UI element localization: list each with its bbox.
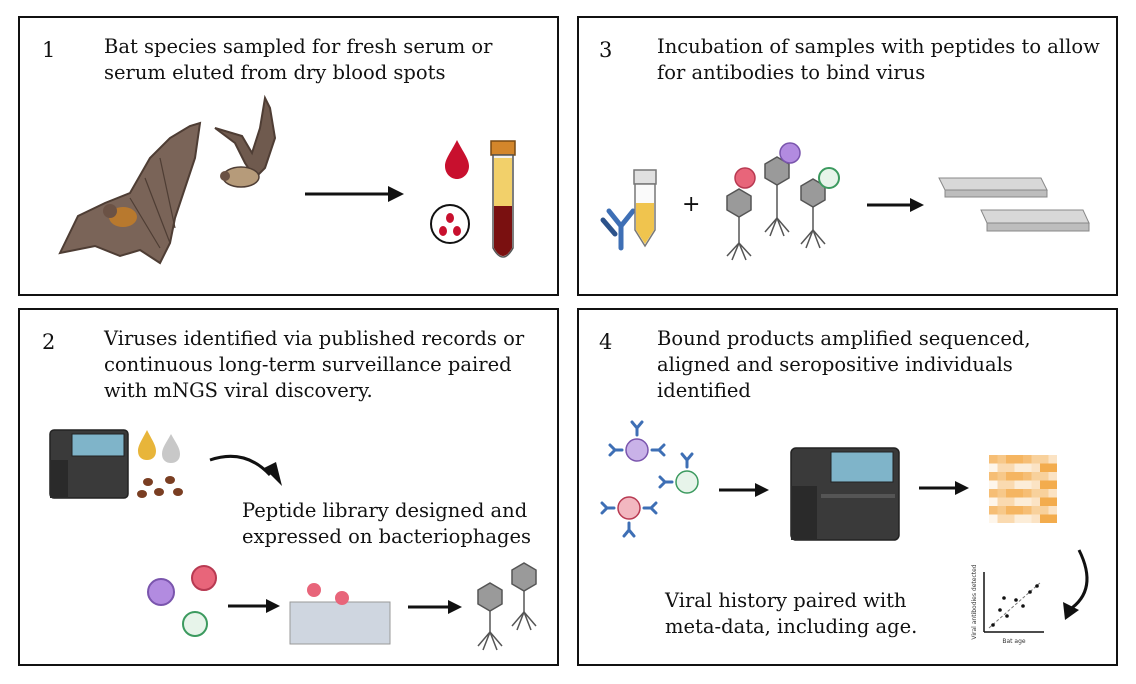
arrow-right-icon <box>228 599 280 613</box>
well-plate-icon <box>938 177 1090 232</box>
panel-3-number: 3 <box>599 38 613 62</box>
panel-4-subtext: Viral history paired with meta-data, inc… <box>665 589 918 638</box>
panel-4-text: Bound products amplified sequenced, alig… <box>657 327 1031 402</box>
virus-purple-icon <box>779 142 801 164</box>
bat-small-icon <box>214 94 277 188</box>
panel-2-number: 2 <box>42 330 56 354</box>
panel-2: 2 Viruses identified via published recor… <box>18 308 559 666</box>
panel-2-subtext: Peptide library designed and expressed o… <box>242 499 532 548</box>
heatmap-icon <box>989 455 1057 523</box>
antibody-bound-virus-group-icon <box>600 420 699 538</box>
curved-arrow-icon <box>1063 549 1089 620</box>
oil-drop-icon <box>138 430 156 460</box>
expression-block-icon <box>289 583 391 645</box>
serum-tube-icon <box>490 140 516 258</box>
scatter-y-label: Viral antibodies detected <box>971 564 978 639</box>
bacteriophage-group-icon <box>726 156 826 261</box>
arrow-right-icon <box>305 186 404 202</box>
age-scatter-plot: Viral antibodies detected Bat age <box>971 564 1044 645</box>
panel-1-text: Bat species sampled for fresh serum or s… <box>104 35 493 84</box>
panel-2-illustration <box>49 429 537 651</box>
water-drop-icon <box>162 434 180 463</box>
panel-4-number: 4 <box>599 330 613 354</box>
panel-3-text: Incubation of samples with peptides to a… <box>657 35 1100 84</box>
panel-1-illustration <box>58 94 516 265</box>
sample-tube-icon <box>633 169 657 248</box>
panel-1-number: 1 <box>42 38 56 62</box>
panel-3: 3 Incubation of samples with peptides to… <box>577 16 1118 296</box>
plus-sign: + <box>682 192 700 217</box>
blood-drop-icon <box>445 140 469 179</box>
dried-blood-spot-icon <box>430 204 470 244</box>
sequencer-icon <box>790 447 900 541</box>
curved-arrow-icon <box>209 454 282 486</box>
arrow-right-icon <box>919 481 969 495</box>
sequencer-icon <box>49 429 129 499</box>
panel-1: 1 Bat species sampled for fresh serum or… <box>18 16 559 296</box>
arrow-right-icon <box>867 198 924 212</box>
panel-4-illustration: Viral antibodies detected Bat age <box>600 420 1089 645</box>
virus-pink-icon <box>734 167 756 189</box>
bacteriophage-group-icon <box>477 562 537 651</box>
bat-large-icon <box>58 121 202 265</box>
antibody-icon <box>600 208 636 251</box>
arrow-right-icon <box>408 600 462 614</box>
arrow-right-icon <box>719 483 769 497</box>
virus-pink-icon <box>191 565 217 591</box>
panel-2-text: Viruses identified via published records… <box>104 327 525 402</box>
scatter-x-label: Bat age <box>1002 638 1026 645</box>
virus-green-icon <box>182 611 208 637</box>
panel-4: 4 Bound products amplified sequenced, al… <box>577 308 1118 666</box>
virus-purple-icon <box>147 578 175 606</box>
panel-3-illustration: + <box>600 142 1090 261</box>
virus-green-icon <box>818 167 840 189</box>
tissue-samples-icon <box>137 476 183 498</box>
